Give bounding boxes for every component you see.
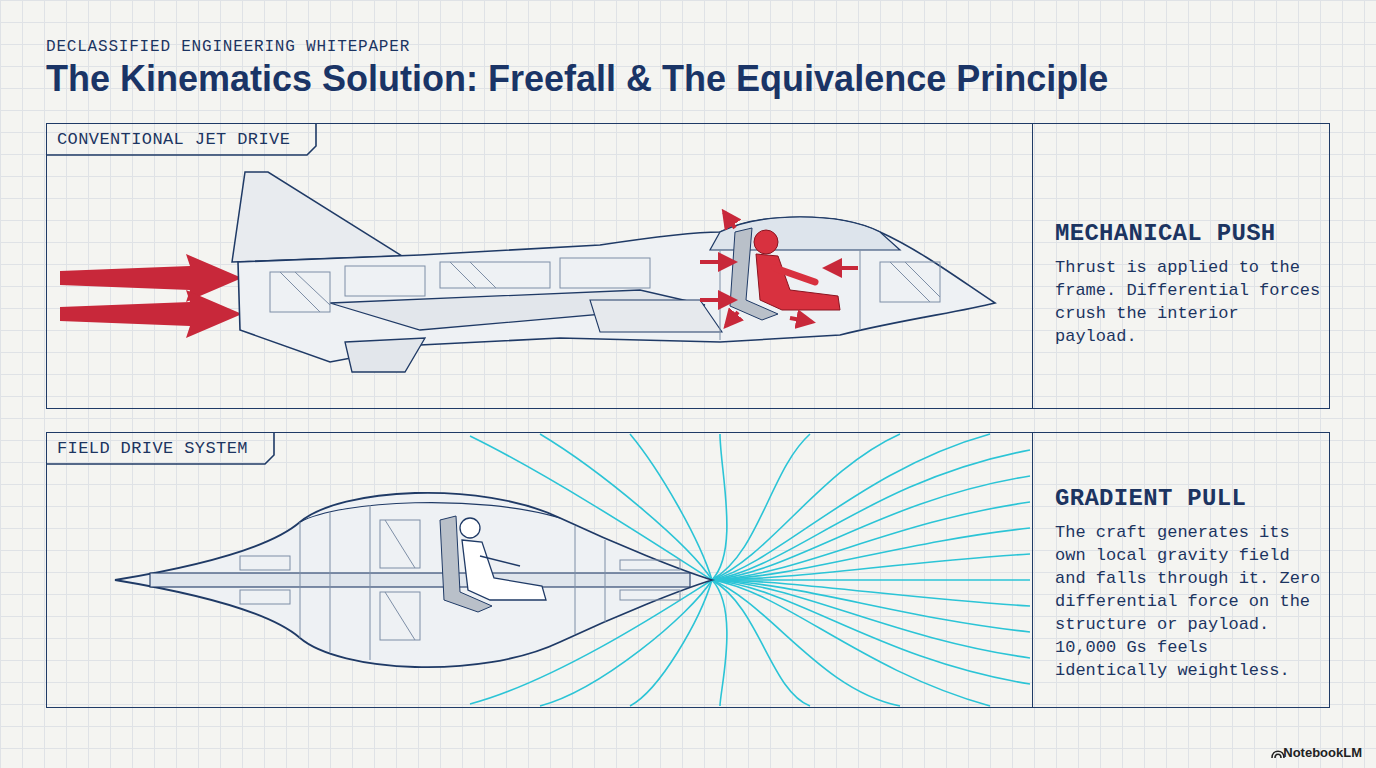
drawing-rect	[880, 262, 940, 302]
drawing-line	[605, 540, 606, 622]
drawing-line	[700, 260, 734, 264]
drawing-path	[712, 580, 727, 706]
drawing-path	[232, 172, 402, 262]
drawing-line	[300, 522, 301, 638]
drawing-rect	[345, 266, 425, 296]
drawing-path	[462, 540, 546, 600]
drive-panel: FIELD DRIVE SYSTEM GRADIENT PULL The craft…	[46, 432, 1330, 708]
drawing-line	[790, 318, 812, 322]
tab-border	[47, 124, 316, 155]
drawing-path	[712, 434, 900, 580]
drawing-rect	[620, 560, 680, 570]
watermark: NotebookLM	[1283, 745, 1362, 760]
drawing-rect	[380, 520, 420, 568]
drawing-g	[270, 250, 940, 340]
drawing-path	[115, 493, 712, 667]
description-box: MECHANICAL PUSH Thrust is applied to the …	[1032, 124, 1330, 408]
drawing-line	[826, 266, 858, 270]
drawing-rect	[270, 272, 330, 312]
drawing-rect	[380, 592, 420, 640]
drawing-circle	[754, 230, 778, 254]
jet-illustration	[60, 172, 995, 372]
drawing-line	[726, 312, 738, 326]
drawing-path	[712, 580, 810, 706]
drawing-line	[385, 520, 415, 568]
box-heading: MECHANICAL PUSH	[1055, 220, 1330, 247]
field-craft	[115, 493, 712, 667]
box-heading: GRADIENT PULL	[1055, 485, 1330, 512]
drawing-path	[712, 502, 1030, 580]
drawing-rect	[620, 590, 680, 600]
drawing-path	[60, 254, 242, 302]
description-box: GRADIENT PULL The craft generates its own…	[1032, 433, 1330, 707]
drawing-path	[712, 434, 810, 580]
drawing-line	[370, 505, 371, 660]
drawing-rect	[440, 262, 550, 288]
drawing-path	[712, 579, 1030, 581]
drawing-line	[575, 526, 576, 634]
drawing-line	[860, 250, 861, 330]
drawing-circle	[460, 518, 480, 538]
drawing-path	[712, 580, 900, 706]
drawing-path	[712, 580, 1030, 632]
panel-tab: FIELD DRIVE SYSTEM	[47, 433, 274, 464]
box-body: The craft generates its own local gravit…	[1055, 521, 1327, 682]
drawing-path	[712, 528, 1030, 580]
drawing-path	[1272, 751, 1284, 758]
drawing-line	[724, 212, 735, 228]
watermark-icon	[1272, 751, 1284, 758]
drawing-rect	[240, 590, 290, 604]
drawing-g	[700, 212, 858, 326]
drawing-path	[712, 434, 990, 580]
drawing-line	[890, 262, 930, 302]
drawing-line	[450, 262, 476, 288]
box-body: Thrust is applied to the frame. Differen…	[1055, 256, 1327, 348]
drawing-line	[330, 512, 331, 652]
drawing-line	[905, 262, 940, 297]
drawing-path	[300, 503, 560, 522]
drawing-path	[590, 300, 722, 332]
drawing-line	[280, 272, 320, 312]
drawing-path	[756, 254, 840, 310]
drawing-path	[480, 556, 520, 566]
drawing-path	[1275, 754, 1281, 758]
drawing-path	[712, 580, 990, 706]
drawing-line	[295, 272, 330, 305]
drawing-path	[238, 217, 995, 362]
tab-border	[47, 433, 274, 464]
drawing-path	[712, 580, 1030, 658]
panel-tab: CONVENTIONAL JET DRIVE	[47, 124, 316, 155]
drawing-line	[385, 592, 415, 640]
drawing-path	[775, 268, 815, 282]
drawing-path	[712, 450, 1030, 580]
kicker-label: DECLASSIFIED ENGINEERING WHITEPAPER	[46, 38, 410, 56]
drawing-g	[240, 505, 680, 660]
drawing-rect	[150, 573, 690, 587]
drive-panel: CONVENTIONAL JET DRIVE MECHANICAL PUSH Thr…	[46, 123, 1330, 409]
drawing-path	[345, 338, 425, 372]
drawing-path	[712, 434, 727, 580]
drawing-line	[700, 298, 734, 302]
page-title: The Kinematics Solution: Freefall & The …	[46, 58, 1108, 100]
drawing-rect	[240, 556, 290, 570]
drawing-line	[470, 262, 496, 288]
drawing-rect	[560, 258, 650, 288]
drawing-path	[60, 290, 242, 338]
